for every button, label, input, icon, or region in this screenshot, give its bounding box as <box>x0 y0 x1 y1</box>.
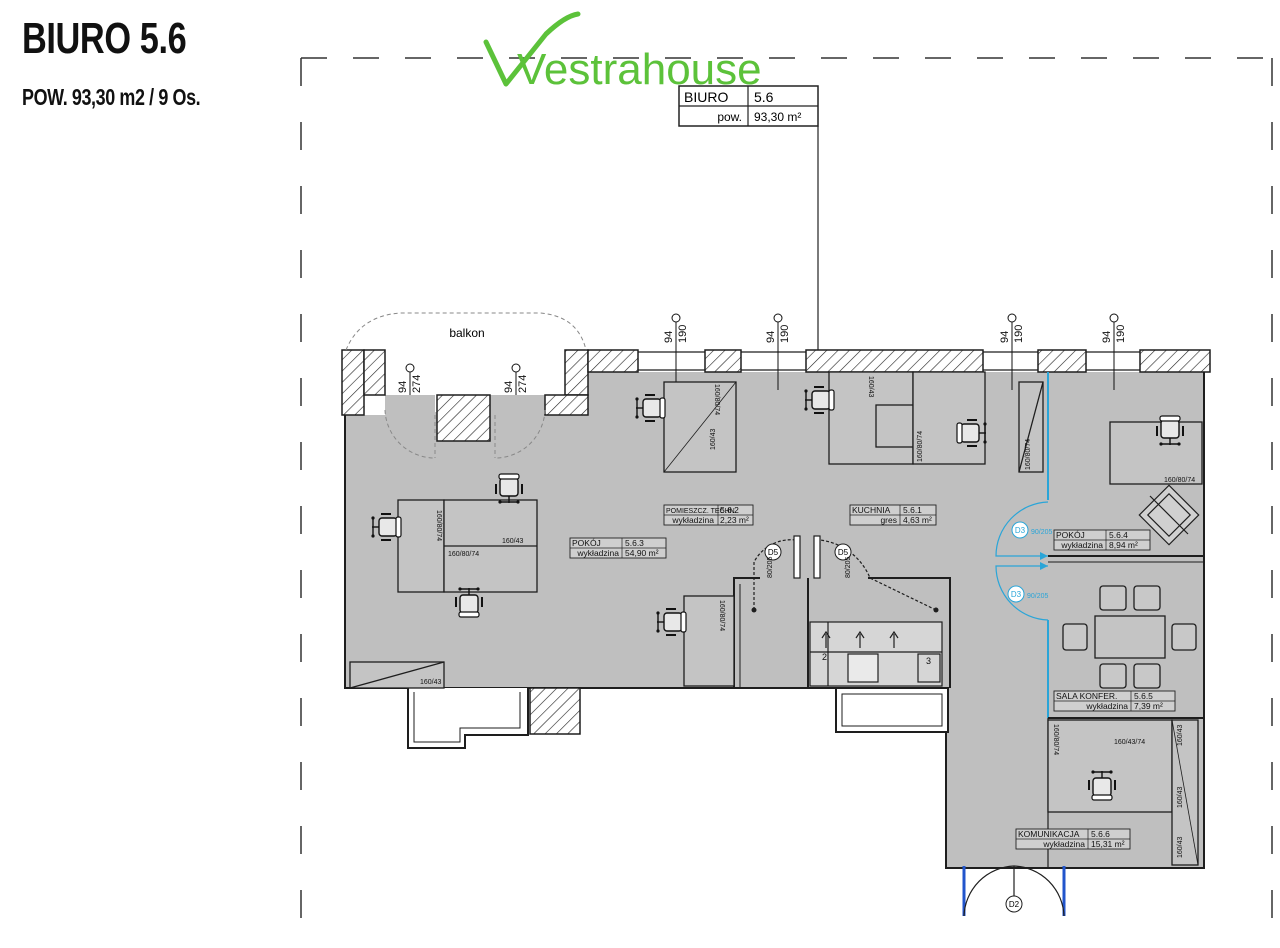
furniture-label: 160/80/74 <box>718 600 725 631</box>
summary-label-1: BIURO <box>684 89 728 105</box>
furniture-labels: 160/80/74 160/43 160/80/74 160/43 160/80… <box>420 376 1195 858</box>
svg-text:wykładzina: wykładzina <box>1085 701 1128 711</box>
window-dim-a: 94 <box>999 331 1011 343</box>
furniture-label: 160/43 <box>1177 836 1184 858</box>
svg-text:wykładzina: wykładzina <box>1060 540 1103 550</box>
svg-text:POKÓJ: POKÓJ <box>1056 530 1085 540</box>
svg-text:8,94 m²: 8,94 m² <box>1109 540 1138 550</box>
svg-text:POMIESZCZ. TECHN.: POMIESZCZ. TECHN. <box>666 508 737 515</box>
door-tag: D3 <box>1015 526 1026 535</box>
summary-box: BIURO 5.6 pow. 93,30 m² <box>678 85 821 463</box>
kitchen-units: 2 3 <box>809 621 943 687</box>
walls <box>341 349 1211 442</box>
room-labels: POMIESZCZ. TECHN. 5.6.2 wykładzina 2,23 … <box>569 504 1176 850</box>
svg-text:5.6.5: 5.6.5 <box>1134 691 1153 701</box>
furniture-label: 160/43 <box>502 538 524 545</box>
svg-text:5.6.3: 5.6.3 <box>625 538 644 548</box>
window-dim-a: 94 <box>503 381 515 393</box>
window-dim-a: 94 <box>663 331 675 343</box>
dashed-boundary <box>300 57 1273 948</box>
window-dim-a: 94 <box>397 381 409 393</box>
svg-text:5.6.4: 5.6.4 <box>1109 530 1128 540</box>
svg-text:POKÓJ: POKÓJ <box>572 538 601 548</box>
door-tags: D5 D5 D3 D3 D2 <box>764 521 1029 913</box>
furniture-label: 160/80/74 <box>435 510 442 541</box>
page-subtitle: POW. 93,30 m2 / 9 Os. <box>22 84 201 110</box>
plant-box <box>1138 484 1200 546</box>
furniture-label: 160/80/74 <box>1052 724 1059 755</box>
furniture-label: 160/80/74 <box>448 551 479 558</box>
door-dim: 80/205 <box>767 556 774 578</box>
room-label-kitchen: KUCHNIA 5.6.1 gres 4,63 m² <box>849 504 937 526</box>
windows <box>638 351 1140 371</box>
furniture-label: 160/43 <box>710 428 717 450</box>
window-dim-b: 190 <box>1115 325 1127 343</box>
window-dim-b: 274 <box>517 375 529 393</box>
room-label-office-small: POKÓJ 5.6.4 wykładzina 8,94 m² <box>1053 529 1151 551</box>
vestrahouse-logo: Vestrahouse <box>483 11 762 94</box>
kitchen-number: 2 <box>822 652 827 662</box>
balcony-label: balkon <box>449 326 484 340</box>
svg-text:4,63 m²: 4,63 m² <box>903 515 932 525</box>
door-tag: D2 <box>1009 900 1020 909</box>
room-label-tech: POMIESZCZ. TECHN. 5.6.2 wykładzina 2,23 … <box>663 504 754 526</box>
svg-text:wykładzina: wykładzina <box>576 548 619 558</box>
kitchen-number: 3 <box>926 656 931 666</box>
window-dim-b: 190 <box>677 325 689 343</box>
svg-text:2,23 m²: 2,23 m² <box>720 515 749 525</box>
svg-text:wykładzina: wykładzina <box>671 515 714 525</box>
window-dim-b: 190 <box>779 325 791 343</box>
furniture-label: 160/80/74 <box>713 384 720 415</box>
door-tag: D5 <box>838 548 849 557</box>
furniture-label: 160/80/74 <box>1164 477 1195 484</box>
door-tag: D5 <box>768 548 779 557</box>
svg-text:gres: gres <box>880 515 897 525</box>
door-dim: 90/205 <box>1031 529 1053 536</box>
window-dim-a: 94 <box>1101 331 1113 343</box>
svg-text:KOMUNIKACJA: KOMUNIKACJA <box>1018 829 1080 839</box>
balcony <box>345 312 587 459</box>
window-dimensions: 94 274 94 274 94 190 94 190 94 190 <box>397 313 1127 395</box>
room-label-office-main: POKÓJ 5.6.3 wykładzina 54,90 m² <box>569 537 667 559</box>
svg-text:54,90 m²: 54,90 m² <box>625 548 659 558</box>
window-dim-b: 190 <box>1013 325 1025 343</box>
svg-text:7,39 m²: 7,39 m² <box>1134 701 1163 711</box>
svg-text:5.6.1: 5.6.1 <box>903 505 922 515</box>
door-tag: D3 <box>1011 590 1022 599</box>
furniture-label: 160/43 <box>420 679 442 686</box>
window-dim-a: 94 <box>765 331 777 343</box>
conference-chairs <box>1062 585 1197 689</box>
furniture-label: 160/43 <box>1177 786 1184 808</box>
doors <box>751 501 1066 917</box>
furniture-label: 160/80/74 <box>917 431 924 462</box>
svg-text:5.6.2: 5.6.2 <box>720 505 739 515</box>
room-label-circulation: KOMUNIKACJA 5.6.6 wykładzina 15,31 m² <box>1015 828 1131 850</box>
summary-value-2: 93,30 m² <box>754 110 801 124</box>
furniture-label: 160/43 <box>867 376 874 398</box>
door-dim: 90/205 <box>1027 593 1049 600</box>
svg-text:KUCHNIA: KUCHNIA <box>852 505 891 515</box>
page-title: BIURO 5.6 <box>22 14 187 63</box>
svg-text:SALA KONFER.: SALA KONFER. <box>1056 691 1117 701</box>
furniture-label: 160/80/74 <box>1025 439 1032 470</box>
door-dim: 80/205 <box>845 556 852 578</box>
svg-text:5.6.6: 5.6.6 <box>1091 829 1110 839</box>
furniture-label: 160/43/74 <box>1114 739 1145 746</box>
summary-value-1: 5.6 <box>754 89 774 105</box>
svg-text:15,31 m²: 15,31 m² <box>1091 839 1125 849</box>
window-dim-b: 274 <box>411 375 423 393</box>
furniture-label: 160/43 <box>1177 724 1184 746</box>
floor-area <box>345 372 1204 868</box>
svg-text:wykładzina: wykładzina <box>1042 839 1085 849</box>
summary-label-2: pow. <box>717 110 742 124</box>
door-dimensions: 80/205 80/205 90/205 90/205 <box>767 529 1053 600</box>
room-label-conference: SALA KONFER. 5.6.5 wykładzina 7,39 m² <box>1053 690 1176 712</box>
